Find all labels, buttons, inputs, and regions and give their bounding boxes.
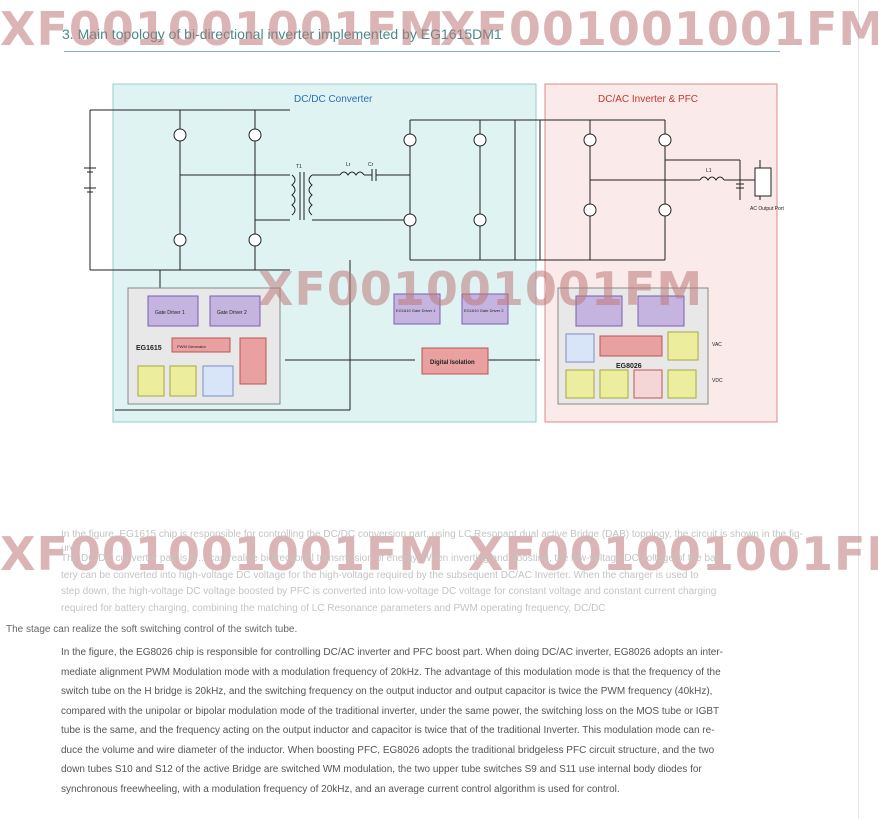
faded-line: step down, the high-voltage DC voltage b… bbox=[61, 586, 717, 597]
current-sense-1-block bbox=[565, 369, 595, 399]
body-line: compared with the unipolar or bipolar mo… bbox=[61, 705, 720, 717]
vac-label: VAC bbox=[712, 342, 722, 348]
section-title: 3. Main topology of bi-directional inver… bbox=[62, 26, 502, 42]
body-line: switch tube on the H bridge is 20kHz, an… bbox=[61, 686, 713, 697]
title-underline bbox=[64, 51, 780, 52]
eg1615-label: EG1615 bbox=[136, 345, 162, 352]
output-voltage-amp-right bbox=[667, 331, 699, 361]
svg-text:EG1610 Gate Driver 1: EG1610 Gate Driver 1 bbox=[396, 308, 436, 313]
body-line: duce the volume and wire diameter of the… bbox=[61, 744, 715, 756]
l1-label: L1 bbox=[706, 168, 712, 174]
short-circuit-block bbox=[633, 369, 663, 399]
gate-driver-2-right bbox=[637, 295, 685, 327]
pwm-side-block bbox=[239, 337, 267, 385]
output-voltage-amp-block bbox=[169, 365, 197, 397]
digital-isolation-block bbox=[421, 347, 489, 375]
dcdc-gate-driver-1 bbox=[393, 293, 441, 325]
svg-text:EG1610 Gate Driver 2: EG1610 Gate Driver 2 bbox=[464, 308, 504, 313]
svg-text:Digital Isolation: Digital Isolation bbox=[430, 360, 475, 366]
body-line: In the figure, the EG8026 chip is respon… bbox=[61, 647, 724, 658]
uart-serial-right bbox=[565, 333, 595, 363]
body-line: tube is the same, and the frequency acti… bbox=[61, 725, 715, 736]
faded-line: The DC/DC converter part is 5 ... can re… bbox=[61, 553, 722, 564]
stage-line: The stage can realize the soft switching… bbox=[6, 624, 298, 635]
cr-label: Cr bbox=[368, 162, 374, 168]
dcac-title: DC/AC Inverter & PFC bbox=[598, 94, 698, 105]
body-line: synchronous freewheeling, with a modulat… bbox=[61, 783, 620, 795]
pwm-generator-block bbox=[171, 337, 231, 353]
vdc-label: VDC bbox=[712, 378, 723, 384]
battery-voltage-block bbox=[137, 365, 165, 397]
ac-output-port bbox=[754, 167, 772, 197]
svg-text:Gate Driver 2: Gate Driver 2 bbox=[217, 310, 247, 316]
faded-line: tery can be converted into high-voltage … bbox=[61, 569, 699, 581]
current-sense-2-block bbox=[599, 369, 629, 399]
faded-paragraph: In the figure, EG1615 chip is responsibl… bbox=[61, 527, 803, 617]
uart-serial-left bbox=[202, 365, 234, 397]
faded-line: required for battery charging, combining… bbox=[61, 602, 606, 614]
gate-driver-1-left bbox=[147, 295, 199, 327]
svg-text:PWM Generator: PWM Generator bbox=[177, 344, 207, 349]
page-edge-rule bbox=[858, 0, 859, 819]
body-line: mediate alignment PWM Modulation mode wi… bbox=[61, 666, 721, 678]
dcbus-voltage-block bbox=[667, 369, 697, 399]
transformer-label: T1 bbox=[296, 164, 302, 170]
eg8026-label: EG8026 bbox=[616, 363, 642, 370]
gate-driver-1-right bbox=[575, 295, 623, 327]
lr-label: Lr bbox=[346, 162, 351, 168]
svg-text:Gate Driver 1: Gate Driver 1 bbox=[155, 310, 185, 316]
faded-line: In the figure, EG1615 chip is responsibl… bbox=[61, 529, 803, 540]
ac-output-label: AC Output Port bbox=[750, 206, 785, 212]
gate-driver-2-left bbox=[209, 295, 261, 327]
body-line: down tubes S10 and S12 of the active Bri… bbox=[61, 764, 702, 775]
faded-line: ure. bbox=[61, 542, 79, 554]
dcdc-title: DC/DC Converter bbox=[294, 94, 373, 105]
topology-diagram: DC/DC Converter DC/AC Inverter & PFC bbox=[84, 83, 785, 423]
watermark-top-right: XF001001001FM bbox=[440, 2, 878, 56]
pwm-spwm-controller-block bbox=[599, 335, 663, 357]
body-paragraph: In the figure, the EG8026 chip is respon… bbox=[61, 643, 801, 799]
dcdc-gate-driver-2 bbox=[461, 293, 509, 325]
